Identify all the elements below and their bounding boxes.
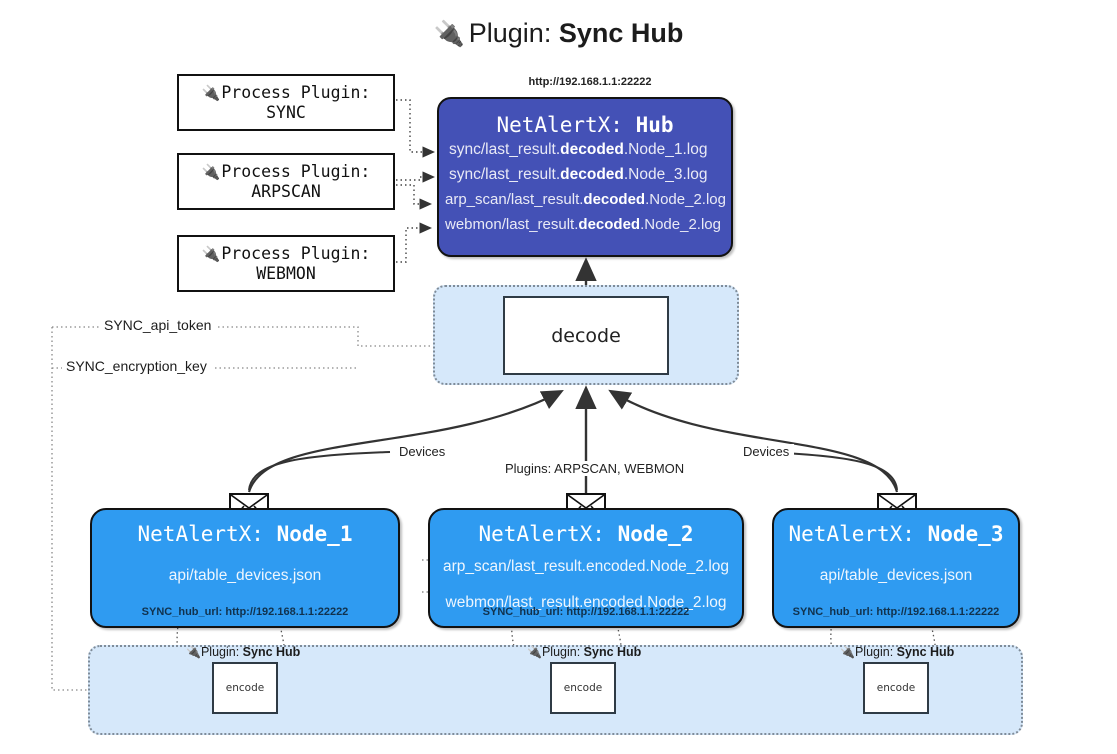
- hub-title: NetAlertX: Hub: [439, 113, 731, 137]
- plug-icon: 🔌: [201, 162, 221, 181]
- hub-node[interactable]: NetAlertX: Hub sync/last_result.decoded.…: [437, 97, 733, 257]
- log-pre: sync/last_result.: [449, 166, 561, 183]
- label-prefix: Plugin:: [541, 645, 581, 659]
- plug-icon: 🔌: [186, 645, 201, 659]
- encode-box-3[interactable]: encode: [863, 662, 929, 714]
- plug-icon: 🔌: [527, 645, 542, 659]
- process-plugin-webmon[interactable]: 🔌Process Plugin: WEBMON: [177, 235, 395, 292]
- hub-log-line-4: webmon/last_result.decoded.Node_2.log: [445, 212, 731, 237]
- process-plugin-sync[interactable]: 🔌Process Plugin: SYNC: [177, 74, 395, 131]
- hub-log-line-2: sync/last_result.decoded.Node_3.log: [449, 162, 731, 187]
- node-hub-url: SYNC_hub_url: http://192.168.1.1:22222: [141, 606, 349, 618]
- node-log-line: api/table_devices.json: [168, 567, 322, 584]
- process-plugin-name: ARPSCAN: [251, 181, 321, 201]
- node-title-prefix: NetAlertX:: [788, 522, 915, 546]
- log-mid: decoded: [578, 216, 641, 233]
- node-title: NetAlertX: Node_1: [92, 522, 398, 546]
- log-post: .Node_2.log: [640, 216, 721, 233]
- process-plugin-name: WEBMON: [256, 263, 316, 283]
- log-mid: decoded: [560, 166, 624, 183]
- log-pre: webmon/last_result.: [445, 216, 579, 233]
- node-log-line: arp_scan/last_result.encoded.Node_2.log: [442, 558, 730, 575]
- label-name: Sync Hub: [242, 645, 301, 659]
- node-title-prefix: NetAlertX:: [478, 522, 605, 546]
- label-name: Sync Hub: [896, 645, 955, 659]
- plug-icon: 🔌: [201, 83, 221, 102]
- hub-log-line-3: arp_scan/last_result.decoded.Node_2.log: [445, 187, 731, 212]
- edge-label-devices-left: Devices: [394, 444, 451, 459]
- title-name: Sync Hub: [558, 18, 684, 48]
- label-prefix: Plugin:: [854, 645, 894, 659]
- encode-box-1[interactable]: encode: [212, 662, 278, 714]
- hub-title-prefix: NetAlertX:: [496, 113, 623, 137]
- process-plugin-title: Process Plugin:: [221, 243, 371, 263]
- log-post: .Node_2.log: [645, 191, 726, 208]
- sync-api-token-label: SYNC_api_token: [100, 317, 216, 333]
- sync-encryption-key-label: SYNC_encryption_key: [62, 358, 211, 374]
- node-title-name: Node_1: [276, 522, 353, 546]
- hub-url-label: http://192.168.1.1:22222: [528, 76, 652, 88]
- node-hub-url: SYNC_hub_url: http://192.168.1.1:22222: [792, 606, 1000, 618]
- log-post: .Node_3.log: [623, 166, 708, 183]
- node-3[interactable]: NetAlertX: Node_3 api/table_devices.json…: [772, 508, 1020, 628]
- node-2[interactable]: NetAlertX: Node_2 arp_scan/last_result.e…: [428, 508, 744, 628]
- encode-plugin-label-3: 🔌Plugin: Sync Hub: [840, 645, 954, 659]
- node-log-line: webmon/last_result.encoded.Node_2.log: [445, 594, 727, 611]
- node-title-prefix: NetAlertX:: [137, 522, 264, 546]
- decode-box[interactable]: decode: [503, 296, 669, 375]
- plug-icon: 🔌: [840, 645, 855, 659]
- hub-log-line-1: sync/last_result.decoded.Node_1.log: [449, 137, 731, 162]
- node-title-name: Node_3: [927, 522, 1004, 546]
- edge-label-plugins: Plugins: ARPSCAN, WEBMON: [500, 461, 690, 476]
- process-plugin-title: Process Plugin:: [221, 161, 371, 181]
- node-title: NetAlertX: Node_3: [774, 522, 1018, 546]
- node-1[interactable]: NetAlertX: Node_1 api/table_devices.json…: [90, 508, 400, 628]
- process-plugin-name: SYNC: [266, 102, 306, 122]
- label-prefix: Plugin:: [200, 645, 240, 659]
- node-hub-url: SYNC_hub_url: http://192.168.1.1:22222: [482, 606, 690, 618]
- edge-label-devices-right: Devices: [738, 444, 795, 459]
- label-name: Sync Hub: [583, 645, 642, 659]
- node-title: NetAlertX: Node_2: [430, 522, 742, 546]
- log-pre: sync/last_result.: [449, 141, 561, 158]
- plug-icon: 🔌: [201, 244, 221, 263]
- page-title: 🔌Plugin: Sync Hub: [0, 18, 1117, 49]
- title-prefix: Plugin:: [468, 18, 552, 48]
- node-title-name: Node_2: [617, 522, 694, 546]
- log-mid: decoded: [560, 141, 624, 158]
- encode-plugin-label-2: 🔌Plugin: Sync Hub: [527, 645, 641, 659]
- encode-plugin-label-1: 🔌Plugin: Sync Hub: [186, 645, 300, 659]
- process-plugin-title: Process Plugin:: [221, 82, 371, 102]
- plug-icon: 🔌: [433, 20, 465, 48]
- process-plugin-arpscan[interactable]: 🔌Process Plugin: ARPSCAN: [177, 153, 395, 210]
- log-pre: arp_scan/last_result.: [445, 191, 584, 208]
- encode-box-2[interactable]: encode: [550, 662, 616, 714]
- log-mid: decoded: [583, 191, 646, 208]
- log-post: .Node_1.log: [623, 141, 708, 158]
- hub-title-name: Hub: [635, 113, 674, 137]
- node-log-line: api/table_devices.json: [819, 567, 973, 584]
